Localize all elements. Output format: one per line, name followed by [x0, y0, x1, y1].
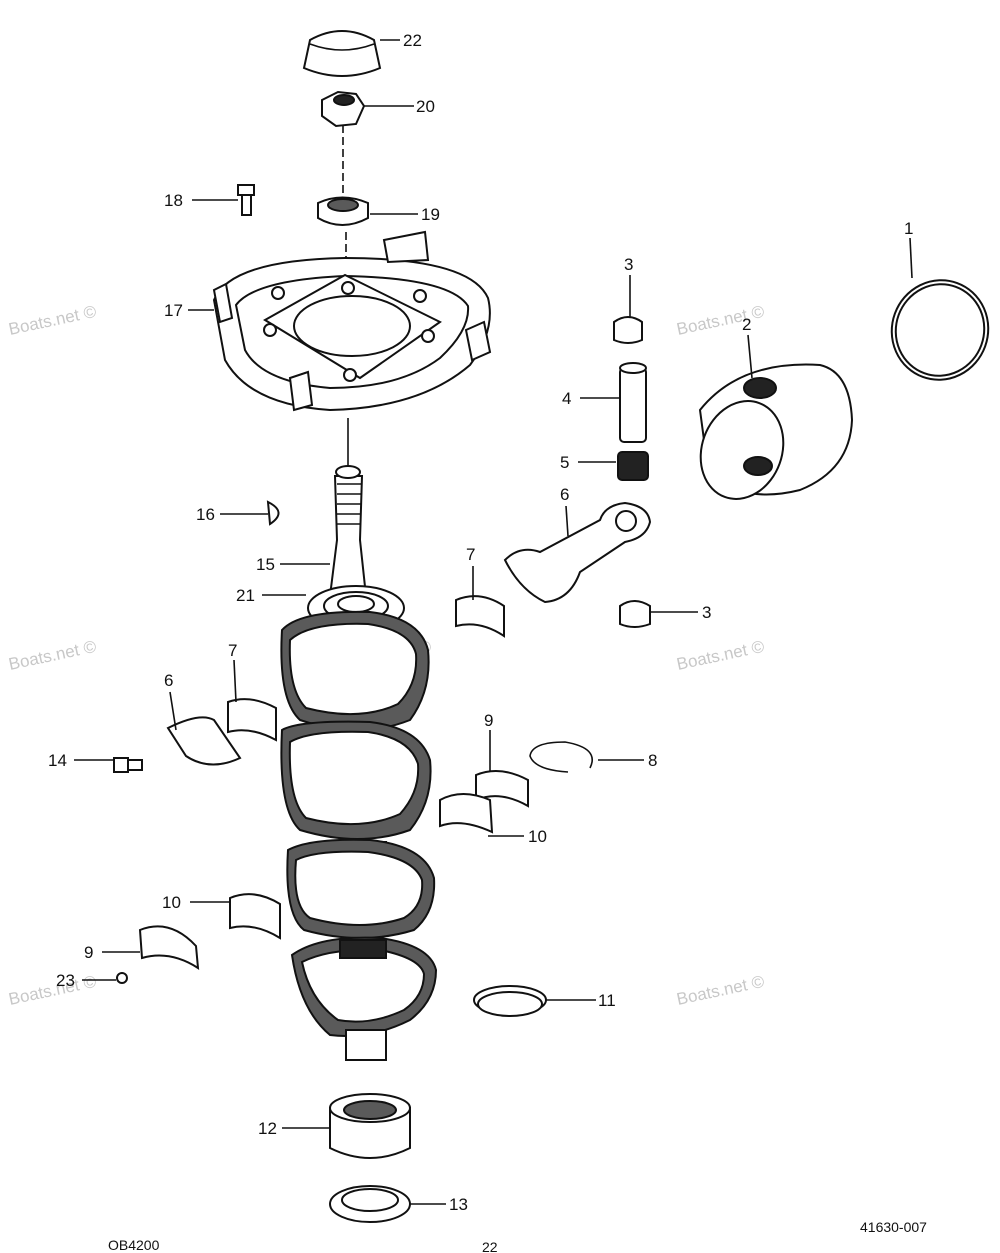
watermark: Boats.net © [7, 637, 99, 674]
callout-10-left: 10 [162, 893, 181, 912]
callout-23: 23 [56, 971, 75, 990]
part-18-screw [237, 184, 255, 216]
part-22-cap [302, 30, 382, 77]
callout-13: 13 [449, 1195, 468, 1214]
part-16-woodruff-key [266, 500, 280, 526]
part-11-ring [473, 985, 547, 1017]
part-13-seal [329, 1185, 411, 1223]
callout-4: 4 [562, 389, 571, 408]
part-code: OB4200 [108, 1237, 160, 1253]
callout-6-rod: 6 [560, 485, 569, 504]
part-6-cap-left [166, 716, 242, 766]
part-7-bearing-left [227, 698, 277, 742]
part-12-needle-bearing [329, 1093, 411, 1159]
part-8-retaining-ring [529, 741, 593, 773]
watermark: Boats.net © [675, 637, 767, 674]
part-17-bearing-plate [212, 230, 492, 412]
part-19-seal [317, 196, 369, 226]
callout-9-right: 9 [484, 711, 493, 730]
part-5-needle-bearing [617, 451, 649, 481]
callout-5: 5 [560, 453, 569, 472]
callout-10-right: 10 [528, 827, 547, 846]
leader-lines [74, 39, 913, 1205]
part-3-bearing-top [613, 316, 643, 344]
part-2-piston [698, 363, 854, 500]
part-20-nut [321, 90, 366, 128]
callout-19: 19 [421, 205, 440, 224]
callout-2: 2 [742, 315, 751, 334]
watermark: Boats.net © [7, 302, 99, 339]
callout-16: 16 [196, 505, 215, 524]
part-1-piston-ring [890, 279, 990, 381]
part-9-10-bearing-halves [439, 770, 529, 834]
part-6-connecting-rod [503, 501, 652, 604]
part-14-screw [113, 757, 143, 773]
callout-8: 8 [648, 751, 657, 770]
part-15-crankshaft [280, 465, 438, 1061]
watermark: Boats.net © [675, 972, 767, 1009]
callout-22: 22 [403, 31, 422, 50]
part-23-ball [116, 972, 128, 984]
callout-3-top: 3 [624, 255, 633, 274]
callout-7-left: 7 [228, 641, 237, 660]
callout-18: 18 [164, 191, 183, 210]
watermark: Boats.net © [7, 972, 99, 1009]
callout-12: 12 [258, 1119, 277, 1138]
callout-1: 1 [904, 219, 913, 238]
page-number: 22 [482, 1239, 498, 1253]
part-4-wrist-pin [619, 362, 647, 443]
callout-21: 21 [236, 586, 255, 605]
callout-3-bottom: 3 [702, 603, 711, 622]
watermark: Boats.net © [675, 302, 767, 339]
part-9-bearing-left [138, 925, 200, 970]
callout-15: 15 [256, 555, 275, 574]
callout-6-cap: 6 [164, 671, 173, 690]
drawing-code: 41630-007 [860, 1219, 927, 1235]
callout-9-left: 9 [84, 943, 93, 962]
part-7-bearing-right [455, 595, 505, 638]
part-10-bearing-left [229, 893, 281, 940]
callout-labels: 22 20 19 18 17 16 15 21 1 2 3 4 5 6 3 7 … [48, 31, 913, 1214]
callout-14: 14 [48, 751, 67, 770]
callout-7-right: 7 [466, 545, 475, 564]
callout-11: 11 [598, 991, 616, 1010]
callout-17: 17 [164, 301, 183, 320]
callout-20: 20 [416, 97, 435, 116]
part-3-bearing-bottom [619, 600, 651, 628]
